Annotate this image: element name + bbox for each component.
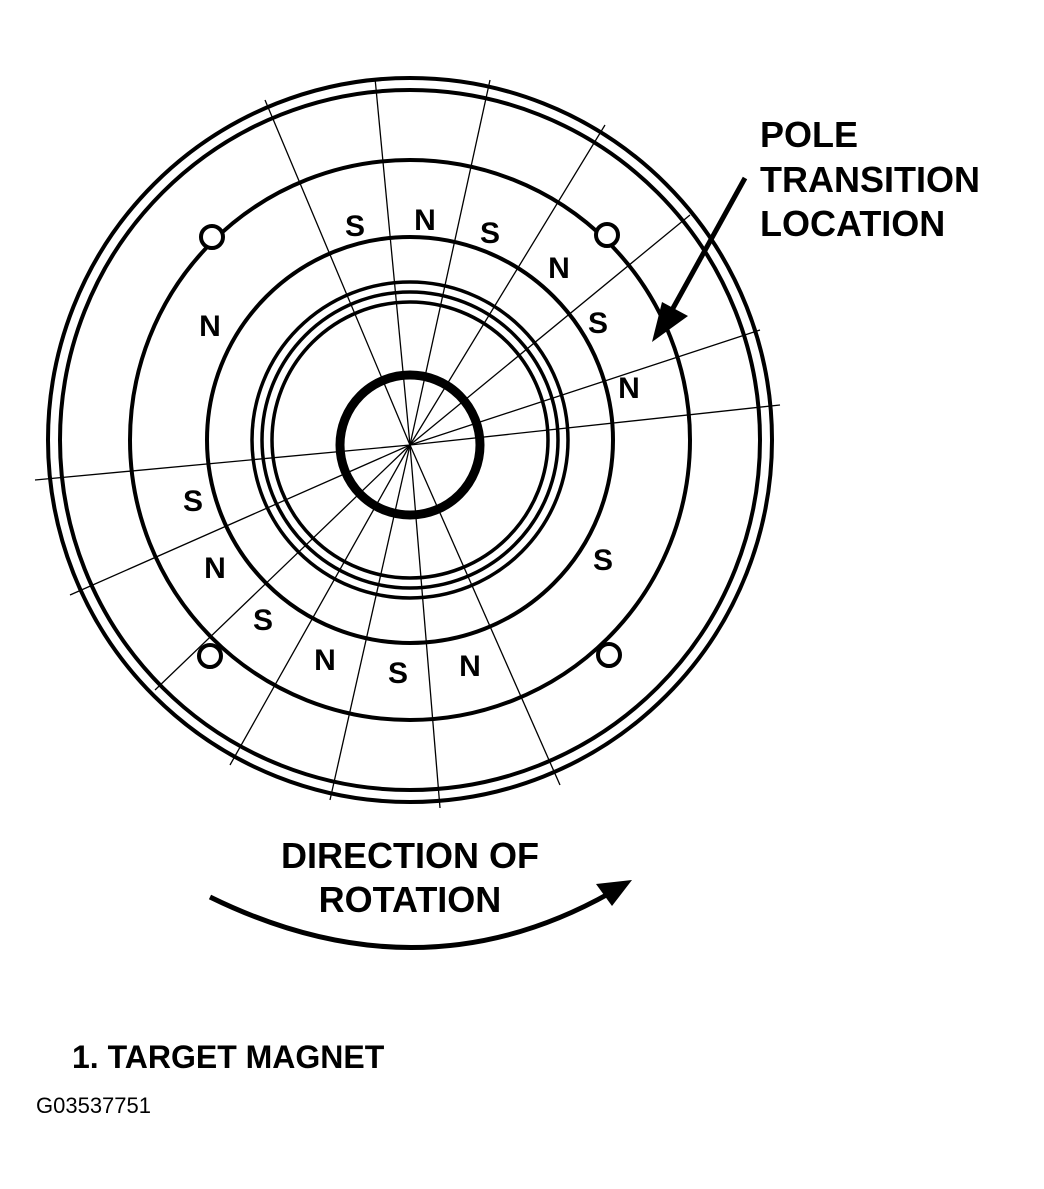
pole-label: N [618,372,640,405]
pole-label: S [388,657,408,690]
callout-line-2: TRANSITION [760,159,980,200]
rotation-line-2: ROTATION [319,879,502,920]
rotation-line-1: DIRECTION OF [281,835,539,876]
pole-label: S [593,544,613,577]
mounting-hole-icon [596,642,622,668]
outer-ring-2 [58,88,762,792]
pole-label: N [199,310,221,343]
pole-label: S [588,307,608,340]
pole-label: S [480,217,500,250]
mounting-hole-icon [197,643,223,669]
pole-label: N [414,204,436,237]
callout-line-1: POLE [760,114,858,155]
rotation-arrow-curve [208,890,612,950]
rotation-arrow-head-icon [596,880,632,906]
pole-label: S [183,485,203,518]
radial-lines [34,77,781,809]
pole-label: S [345,210,365,243]
mounting-hole-icon [199,224,225,250]
pole-label: N [548,252,570,285]
mounting-hole-icon [594,222,620,248]
hub-ring-3 [270,300,550,580]
pole-label: S [253,604,273,637]
hub-ring-1 [250,280,570,600]
pole-label: N [314,644,336,677]
callout-arrow-head-icon [652,302,688,342]
hub-ring-2 [260,290,560,590]
magnet-rings [46,76,774,804]
inner-pole-ring [205,235,615,645]
callout-arrow-shaft [669,176,748,312]
callout-line-3: LOCATION [760,203,945,244]
pole-transition-callout: POLE TRANSITION LOCATION [652,114,980,342]
figure-id: G03537751 [36,1093,151,1118]
outer-pole-ring [128,158,692,722]
rotation-indicator: DIRECTION OF ROTATION [208,835,632,950]
pole-label: N [459,650,481,683]
outer-ring-1 [46,76,774,804]
legend-item-target-magnet: 1. TARGET MAGNET [72,1039,385,1075]
center-bore [335,370,485,520]
mounting-holes [197,222,622,669]
pole-labels: S N S N S N N S N S N S N S [183,204,640,690]
pole-label: N [204,552,226,585]
